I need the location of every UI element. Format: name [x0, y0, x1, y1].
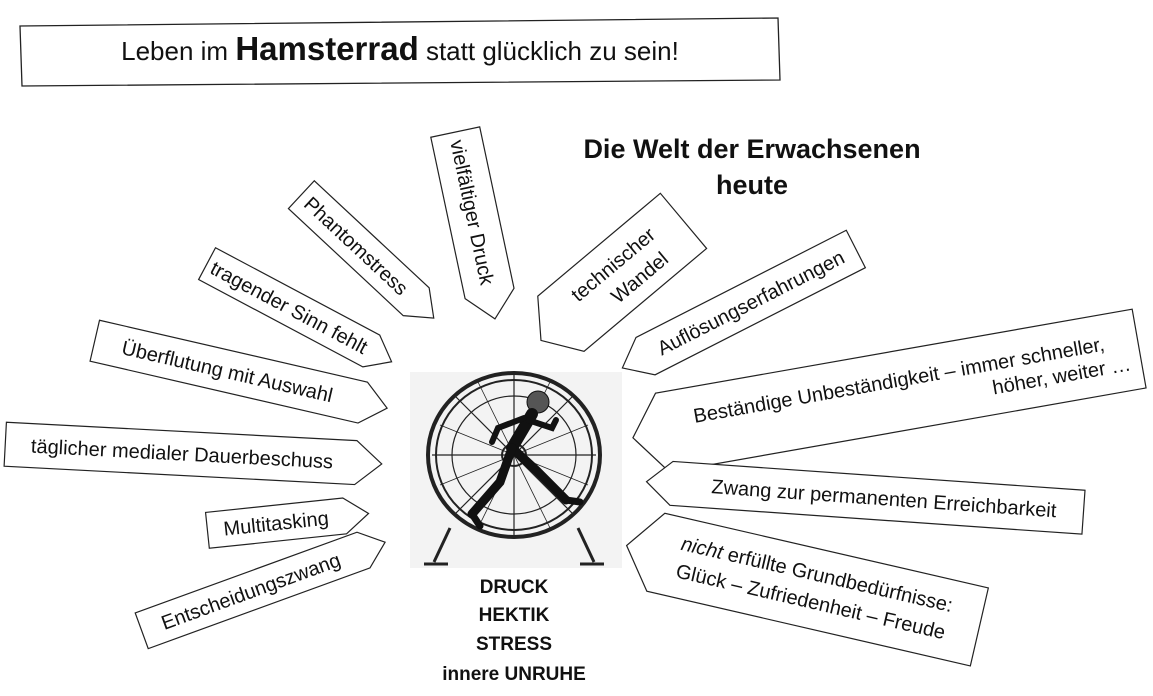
title-box: Leben im Hamsterrad statt glücklich zu s… — [20, 18, 780, 86]
word-innere-unruhe: innere UNRUHE — [442, 664, 586, 685]
heading-line2: heute — [716, 170, 788, 200]
arrow-erreichbarkeit: Zwang zur permanenten Erreichbarkeit — [645, 460, 1085, 534]
arrow-grundbeduerfnisse: nicht erfüllte Grundbedürfnisse: Glück –… — [618, 507, 989, 666]
word-stress: STRESS — [476, 634, 552, 655]
hamster-wheel-illustration — [410, 372, 622, 568]
heading-line1: Die Welt der Erwachsenen — [583, 134, 920, 164]
arrow-vielfaeltiger-druck: vielfältiger Druck — [431, 127, 520, 324]
arrow-label: Entscheidungszwang — [158, 549, 343, 634]
page-title: Leben im Hamsterrad statt glücklich zu s… — [121, 30, 679, 67]
arrow-medialer-dauerbeschuss: täglicher medialer Dauerbeschuss — [4, 422, 383, 486]
arrow-label: Phantomstress — [299, 193, 412, 300]
title-prefix: Leben im — [121, 36, 235, 66]
word-hektik: HEKTIK — [479, 605, 550, 626]
arrow-label: tragender Sinn fehlt — [206, 257, 371, 359]
word-druck: DRUCK — [480, 577, 549, 598]
title-highlight: Hamsterrad — [235, 30, 418, 67]
heading: Die Welt der Erwachsenen heute — [583, 134, 920, 200]
bottom-words: DRUCK HEKTIK STRESS innere UNRUHE — [442, 577, 586, 685]
title-suffix: statt glücklich zu sein! — [419, 36, 679, 66]
